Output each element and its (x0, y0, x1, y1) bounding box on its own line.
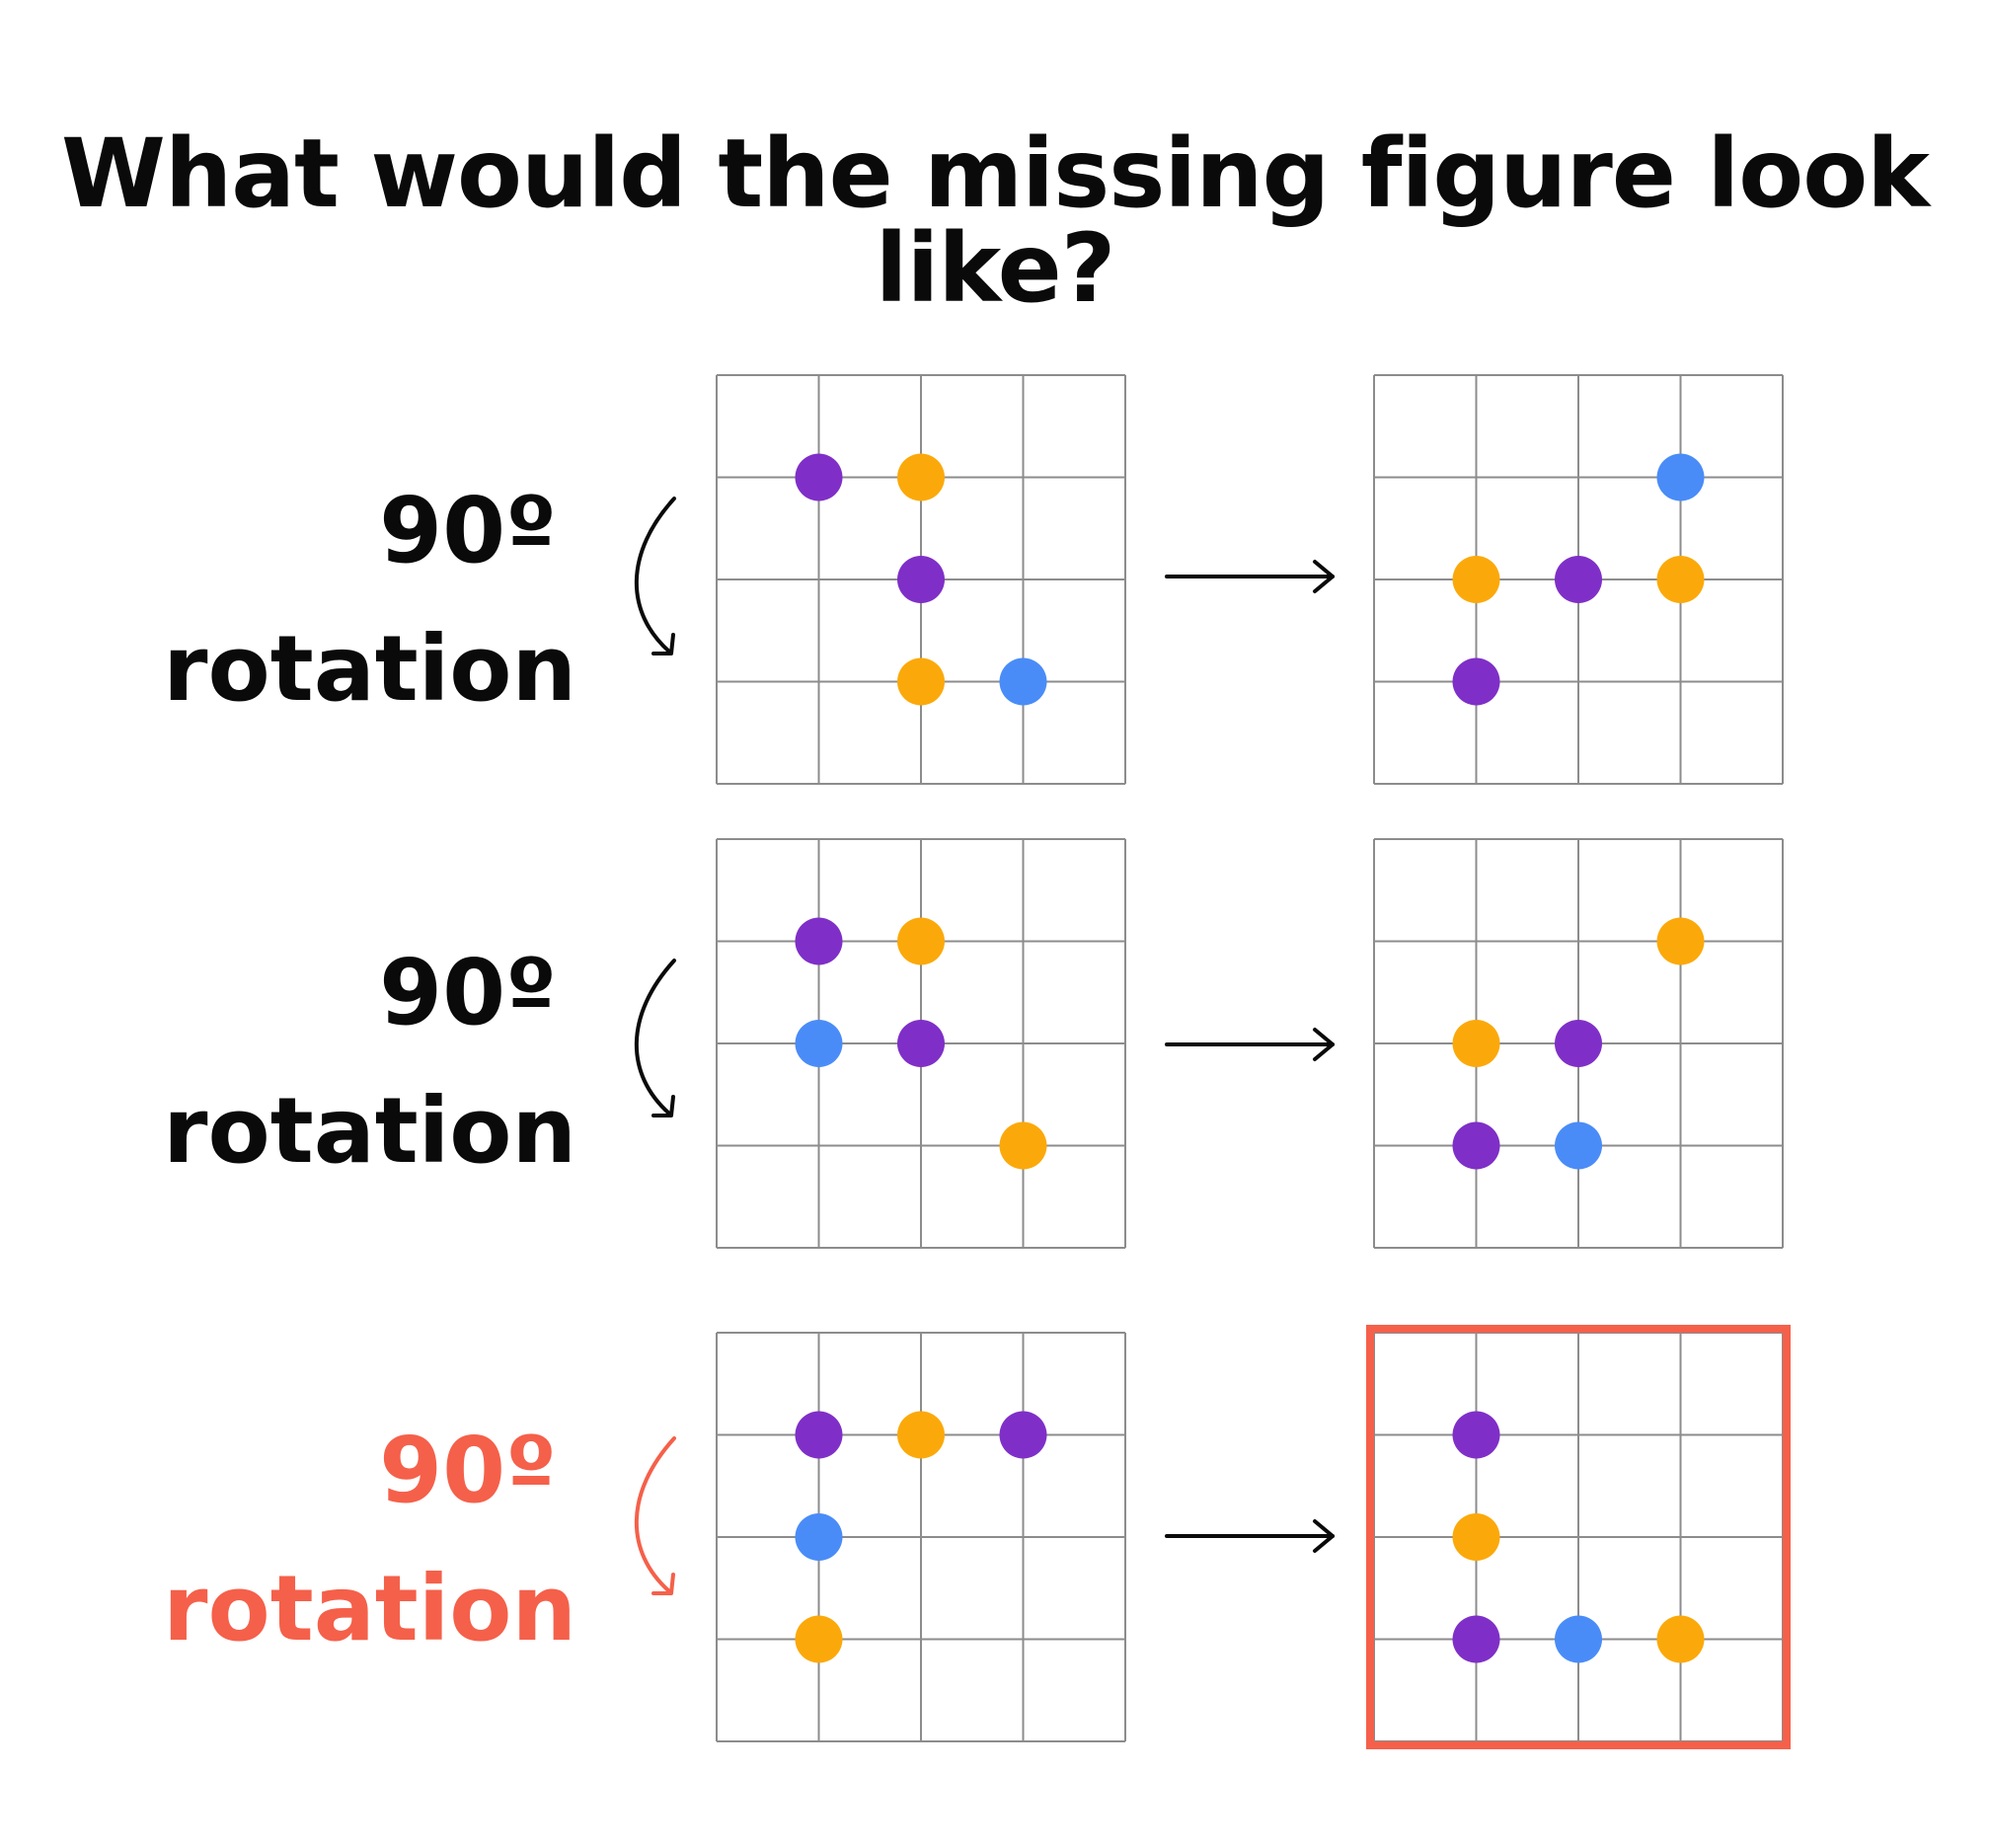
grid-original-2 (716, 838, 1126, 1249)
blue-dot (795, 1513, 843, 1561)
orange-dot (1656, 917, 1705, 965)
purple-dot (795, 453, 843, 501)
blue-dot (1656, 453, 1705, 501)
rotation-label-1: 90º rotation (24, 462, 576, 738)
rotation-label-2: 90º rotation (24, 924, 576, 1200)
orange-dot (999, 1121, 1047, 1170)
orange-dot (1452, 1020, 1500, 1067)
purple-dot (1555, 1020, 1602, 1067)
purple-dot (1555, 556, 1602, 603)
curved-arrow-icon-1 (634, 497, 676, 655)
purple-dot (795, 917, 843, 965)
rotation-word-2: rotation (163, 1078, 576, 1184)
right-arrow-icon-3 (1165, 1519, 1335, 1553)
purple-dot (1452, 657, 1500, 706)
orange-dot (897, 453, 945, 501)
orange-dot (897, 1411, 945, 1459)
curved-arrow-icon-2 (634, 959, 676, 1117)
purple-dot (1452, 1121, 1500, 1170)
rotation-word-3: rotation (163, 1556, 576, 1661)
orange-dot (897, 917, 945, 965)
grid-answer-3 (1366, 1325, 1791, 1749)
orange-dot (897, 657, 945, 706)
right-arrow-icon-1 (1165, 560, 1335, 593)
blue-dot (1555, 1615, 1602, 1663)
purple-dot (1452, 1615, 1500, 1663)
blue-dot (1555, 1121, 1602, 1170)
rotation-label-3: 90º rotation (24, 1402, 576, 1678)
curved-arrow-icon-3 (634, 1436, 676, 1595)
page-title: What would the missing figure look like? (61, 118, 1930, 324)
grid-rotated-1 (1373, 374, 1784, 785)
answer-highlight-frame (1366, 1325, 1791, 1749)
right-arrow-icon-2 (1165, 1028, 1335, 1061)
orange-dot (1452, 556, 1500, 603)
grid-rotated-2 (1373, 838, 1784, 1249)
orange-dot (795, 1615, 843, 1663)
grid-original-3 (716, 1332, 1126, 1742)
purple-dot (999, 1411, 1047, 1459)
orange-dot (1656, 556, 1705, 603)
rotation-degree-3: 90º (379, 1418, 557, 1523)
grid-original-1 (716, 374, 1126, 785)
purple-dot (1452, 1411, 1500, 1459)
rotation-degree-1: 90º (379, 478, 557, 583)
purple-dot (897, 556, 945, 603)
purple-dot (897, 1020, 945, 1067)
purple-dot (795, 1411, 843, 1459)
orange-dot (1656, 1615, 1705, 1663)
rotation-word-1: rotation (163, 616, 576, 722)
blue-dot (795, 1020, 843, 1067)
blue-dot (999, 657, 1047, 706)
rotation-degree-2: 90º (379, 940, 557, 1045)
orange-dot (1452, 1513, 1500, 1561)
